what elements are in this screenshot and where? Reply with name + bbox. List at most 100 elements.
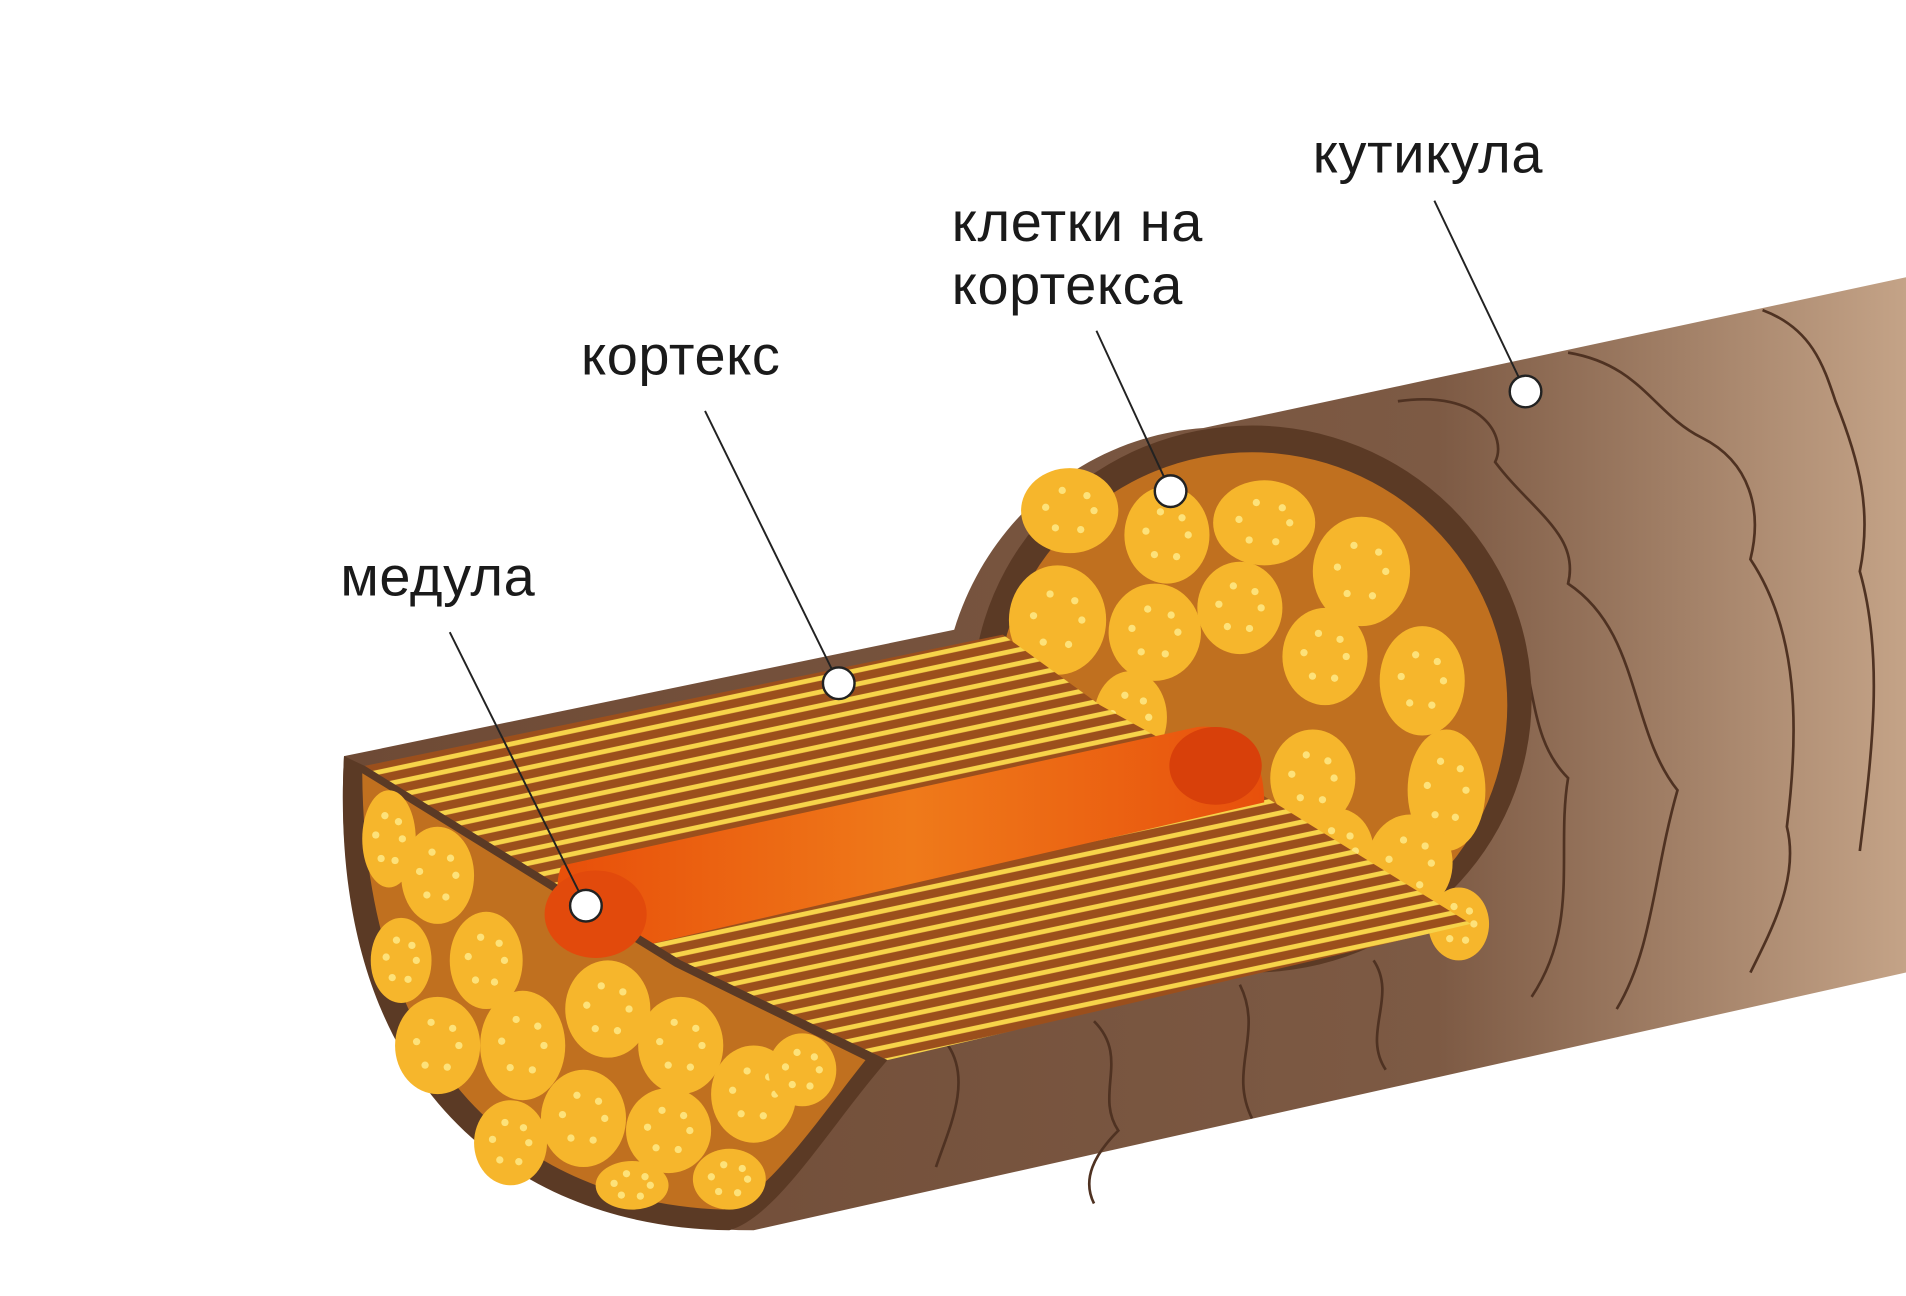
cell-granule: [1121, 691, 1129, 699]
cell-granule: [1433, 657, 1441, 666]
label-cuticle: кутикула: [1313, 122, 1544, 185]
cell-granule: [583, 1001, 591, 1009]
cell-granule: [1333, 563, 1342, 571]
cell-granule: [1029, 612, 1038, 620]
cell-granule: [1083, 491, 1091, 500]
cell-granule: [686, 1126, 694, 1135]
cell-granule: [619, 988, 627, 996]
cell-granule: [1421, 842, 1429, 850]
cell-granule: [622, 1170, 631, 1178]
cell-granule: [1229, 582, 1237, 590]
cuticle-scales: [934, 308, 1876, 1205]
cell-granule: [788, 1080, 796, 1089]
cell-granule: [1288, 770, 1296, 778]
cell-granule: [738, 1164, 746, 1173]
cell-granule: [1343, 589, 1351, 598]
cell-granule: [733, 1189, 742, 1197]
cell-granule: [1412, 651, 1420, 659]
cell-granule: [1071, 597, 1079, 605]
cell-granule: [1300, 649, 1308, 657]
cell-granule: [1427, 859, 1435, 867]
cortex-cell: [638, 996, 724, 1095]
cell-granule: [392, 936, 401, 944]
cell-granule: [1346, 832, 1354, 840]
cell-granule: [1172, 552, 1181, 561]
cortex-cell: [474, 1100, 548, 1186]
cell-granule: [1144, 605, 1152, 613]
cell-granule: [398, 835, 406, 843]
cell-granule: [408, 941, 416, 950]
cell-granule: [601, 1114, 609, 1123]
cell-granule: [1184, 531, 1192, 539]
label-cortex-cells-line2: кортекса: [952, 253, 1183, 316]
cell-granule: [558, 1110, 567, 1119]
cell-granule: [1423, 781, 1431, 790]
cell-granule: [1324, 757, 1332, 765]
cell-granule: [528, 1066, 536, 1074]
cell-granule: [515, 1158, 523, 1166]
cell-granule: [781, 1063, 790, 1071]
cell-granule: [1399, 836, 1408, 844]
cell-granule: [449, 1024, 457, 1032]
cell-granule: [1450, 902, 1458, 911]
cell-granule: [534, 1022, 542, 1030]
cell-granule: [512, 1015, 520, 1024]
cell-granule: [1456, 765, 1464, 773]
cell-granule: [1167, 611, 1175, 619]
cell-granule: [646, 1181, 654, 1189]
cell-granule: [1046, 590, 1054, 598]
cell-granule: [1308, 672, 1317, 680]
cell-granule: [806, 1082, 814, 1090]
cell-granule: [656, 1038, 664, 1046]
cell-granule: [498, 1037, 506, 1045]
cell-granule: [428, 848, 436, 856]
cortex-cell: [449, 911, 523, 1010]
cell-granule: [1064, 640, 1073, 649]
cell-granule: [674, 1145, 682, 1154]
cortex-cell: [401, 826, 475, 924]
cell-granule: [1330, 674, 1339, 682]
cell-granule: [496, 1156, 504, 1164]
cell-granule: [573, 1091, 581, 1099]
cell-granule: [1223, 622, 1232, 631]
cell-granule: [443, 1063, 451, 1071]
cell-granule: [427, 1018, 435, 1027]
marker-medulla: [568, 888, 603, 923]
cell-granule: [707, 1173, 715, 1181]
cell-granule: [1350, 541, 1358, 550]
cortex-cell: [1270, 729, 1356, 827]
cell-granule: [1077, 525, 1085, 534]
cell-granule: [1296, 794, 1304, 802]
cell-granule: [1178, 514, 1186, 522]
cell-granule: [1342, 652, 1350, 661]
cortex-cells-left: [362, 790, 837, 1210]
cell-granule: [1446, 935, 1454, 943]
cell-granule: [412, 1038, 421, 1046]
cortex-cell: [1312, 516, 1411, 627]
cell-granule: [506, 1063, 514, 1072]
cell-granule: [1174, 628, 1182, 636]
cortex-cell: [480, 990, 566, 1101]
cell-granule: [1368, 592, 1377, 600]
cell-granule: [1090, 506, 1098, 515]
cell-granule: [495, 939, 503, 947]
cell-granule: [1051, 524, 1060, 532]
cortex-cell: [1108, 583, 1201, 681]
label-medulla: медула: [340, 545, 535, 608]
cortex-cell: [626, 1088, 712, 1174]
cell-granule: [377, 854, 385, 863]
cell-granule: [1251, 587, 1259, 596]
cell-granule: [1470, 920, 1478, 928]
cell-granule: [1042, 503, 1050, 511]
cell-granule: [1330, 774, 1338, 782]
callout-cortex-cells: клетки на кортекса: [952, 190, 1203, 509]
cell-granule: [591, 1025, 599, 1033]
cell-granule: [1235, 515, 1243, 524]
cell-granule: [664, 1061, 672, 1069]
cell-granule: [1461, 936, 1470, 944]
medulla-end: [1169, 727, 1262, 805]
cell-granule: [728, 1086, 737, 1094]
cell-granule: [1397, 672, 1405, 681]
cell-granule: [759, 1112, 767, 1120]
